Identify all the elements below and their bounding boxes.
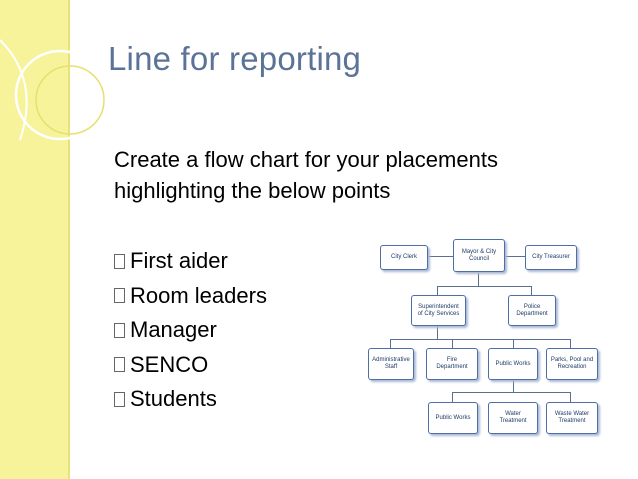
node-superintendent: Superintendent of City Services [411,295,466,326]
bullet-text: First aider [130,248,228,274]
node-public-works-2: Public Works [428,402,478,434]
node-public-works: Public Works [488,348,538,380]
bullet-text: Students [130,386,217,412]
org-chart: City Clerk Mayor & City Council City Tre… [363,226,603,442]
body-line-1: Create a flow chart for your placements [114,147,498,172]
bullet-item: Students [114,382,267,417]
bullet-item: Room leaders [114,279,267,314]
connector [390,339,391,348]
connector [570,392,571,402]
node-city-clerk: City Clerk [380,245,428,270]
bullet-box-icon [114,253,125,269]
connector [437,286,438,295]
connector [437,286,531,287]
body-line-2: highlighting the below points [114,178,391,203]
slide-title: Line for reporting [108,40,362,77]
bullet-box-icon [114,391,125,407]
connector [570,339,571,348]
bullet-box-icon [114,357,125,373]
connector [452,392,453,402]
slide-body: Create a flow chart for your placements … [114,144,498,206]
bullet-list: First aider Room leaders Manager SENCO S… [114,244,267,417]
connector [437,326,438,339]
bullet-item: First aider [114,244,267,279]
node-parks-pool-recreation: Parks, Pool and Recreation [546,348,598,380]
bullet-box-icon [114,288,125,304]
bullet-item: SENCO [114,348,267,383]
node-mayor-council: Mayor & City Council [453,239,505,272]
bullet-box-icon [114,322,125,338]
bullet-text: Room leaders [130,282,267,308]
node-police-department: Police Department [508,295,556,326]
sidebar-edge [68,0,70,479]
connector [452,392,571,393]
connector [452,339,453,348]
bullet-text: SENCO [130,351,209,377]
node-city-treasurer: City Treasurer [525,245,577,270]
sidebar-strip [0,0,70,479]
connector [513,380,514,392]
node-administrative-staff: Administrative Staff [368,348,414,380]
connector [513,339,514,348]
connector [390,339,571,340]
bullet-text: Manager [130,317,217,343]
node-waste-water-treatment: Waste Water Treatment [546,402,598,434]
bullet-item: Manager [114,313,267,348]
connector [531,286,532,295]
node-water-treatment: Water Treatment [488,402,538,434]
node-fire-department: Fire Department [426,348,478,380]
connector [478,273,479,286]
